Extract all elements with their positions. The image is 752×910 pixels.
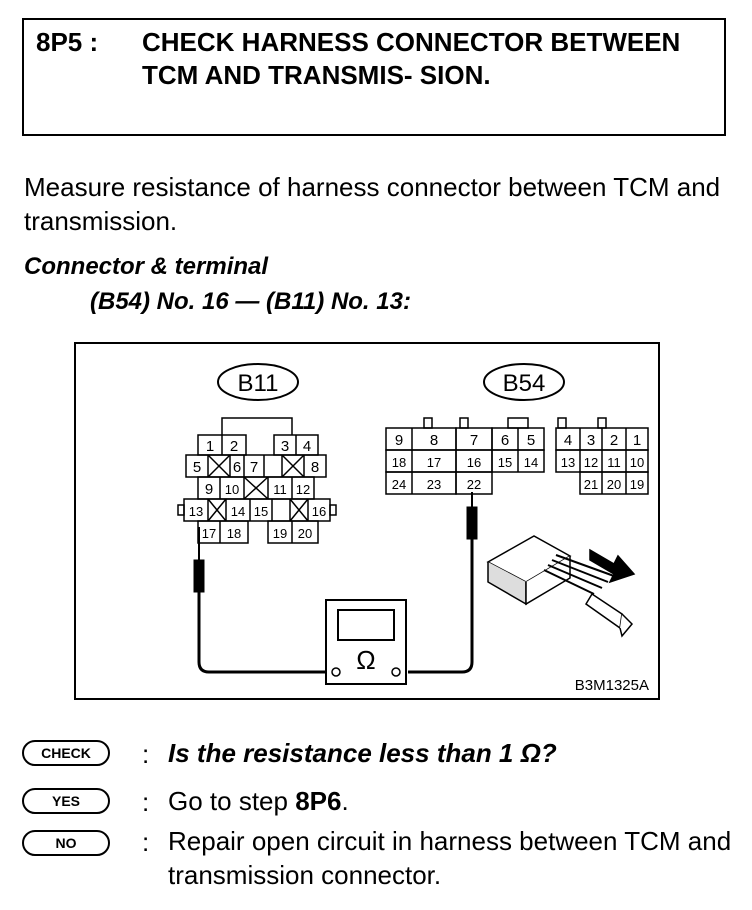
- b54-pin-11: 11: [607, 455, 621, 470]
- b54-pin-23: 23: [427, 477, 441, 492]
- b54-label: B54: [483, 363, 565, 401]
- step-title: CHECK HARNESS CONNECTOR BETWEEN TCM AND …: [142, 27, 681, 90]
- connector-inset-icon: [486, 535, 636, 638]
- b11-label: B11: [217, 363, 299, 401]
- instruction-text: Measure resistance of harness connector …: [24, 172, 721, 236]
- check-badge: CHECK: [22, 740, 110, 766]
- b11-pin-20: 20: [298, 526, 312, 541]
- b11-pin-6: 6: [233, 459, 241, 476]
- b11-pin-19: 19: [273, 526, 287, 541]
- b11-pin-4: 4: [303, 438, 311, 455]
- b54-pin-9: 9: [395, 432, 403, 449]
- check-colon: :: [142, 739, 150, 769]
- b54-terminal-numbers: 9 8 7 6 5 4 3 2 1 18 17 16 15 14 13 12 1…: [392, 432, 644, 492]
- b11-label-text: B11: [238, 370, 279, 397]
- b11-pin-5: 5: [193, 459, 201, 476]
- b54-connector: [385, 417, 649, 495]
- b54-pin-21: 21: [584, 477, 598, 492]
- connector-heading: Connector & terminal: [24, 253, 269, 280]
- b11-pin-3: 3: [281, 438, 289, 455]
- b11-pin-15: 15: [254, 504, 268, 519]
- yes-prefix: Go to step: [168, 786, 296, 816]
- b11-terminal-numbers: 1 2 3 4 5 6 7 8 9 10 11 12 13 14 15 16 1…: [189, 438, 326, 541]
- b54-pin-24: 24: [392, 477, 406, 492]
- b54-pin-8: 8: [430, 432, 438, 449]
- b11-connector: [177, 417, 337, 544]
- check-question: Is the resistance less than 1 Ω?: [168, 738, 557, 768]
- b11-pin-16: 16: [312, 504, 326, 519]
- probe-leads: [193, 492, 478, 674]
- b54-pin-12: 12: [584, 455, 598, 470]
- b54-pin-1: 1: [633, 432, 641, 449]
- b54-pin-3: 3: [587, 432, 595, 449]
- b54-pin-2: 2: [610, 432, 618, 449]
- no-text: Repair open circuit in harness between T…: [168, 826, 732, 890]
- b54-pin-19: 19: [630, 477, 644, 492]
- no-badge: NO: [22, 830, 110, 856]
- b54-pin-10: 10: [630, 455, 644, 470]
- step-number: 8P5 :: [36, 27, 99, 57]
- b11-pin-17: 17: [202, 526, 216, 541]
- wiring-diagram: B11 B54: [74, 342, 660, 700]
- b54-pin-13: 13: [561, 455, 575, 470]
- yes-step-link: 8P6: [295, 786, 342, 816]
- b54-pin-16: 16: [467, 455, 481, 470]
- b11-pin-18: 18: [227, 526, 241, 541]
- b54-pin-17: 17: [427, 455, 441, 470]
- b54-pin-18: 18: [392, 455, 406, 470]
- b11-pin-9: 9: [205, 481, 213, 498]
- b11-pin-11: 11: [273, 482, 287, 497]
- b11-pin-7: 7: [250, 459, 258, 476]
- b54-pin-7: 7: [470, 432, 478, 449]
- yes-suffix: .: [341, 786, 349, 816]
- b11-pin-14: 14: [231, 504, 245, 519]
- b54-pin-14: 14: [524, 455, 538, 470]
- step-header-box: 8P5 : CHECK HARNESS CONNECTOR BETWEEN TC…: [22, 18, 726, 136]
- no-colon: :: [142, 827, 150, 857]
- b54-pin-4: 4: [564, 432, 572, 449]
- yes-text: Go to step 8P6.: [168, 784, 748, 818]
- ohmmeter-icon: Ω: [325, 599, 407, 685]
- b54-pin-5: 5: [527, 432, 535, 449]
- yes-badge: YES: [22, 788, 110, 814]
- b11-pin-2: 2: [230, 438, 238, 455]
- b54-pin-6: 6: [501, 432, 509, 449]
- b54-pin-22: 22: [467, 477, 481, 492]
- b11-pin-10: 10: [225, 482, 239, 497]
- figure-code: B3M1325A: [575, 677, 649, 694]
- b11-pin-13: 13: [189, 504, 203, 519]
- b54-label-text: B54: [503, 370, 546, 397]
- yes-colon: :: [142, 787, 150, 817]
- ohm-symbol: Ω: [356, 645, 375, 675]
- connector-spec: (B54) No. 16 — (B11) No. 13:: [90, 288, 411, 315]
- b11-pin-8: 8: [311, 459, 319, 476]
- b11-pin-12: 12: [296, 482, 310, 497]
- b11-pin-1: 1: [206, 438, 214, 455]
- b54-pin-20: 20: [607, 477, 621, 492]
- b54-pin-15: 15: [498, 455, 512, 470]
